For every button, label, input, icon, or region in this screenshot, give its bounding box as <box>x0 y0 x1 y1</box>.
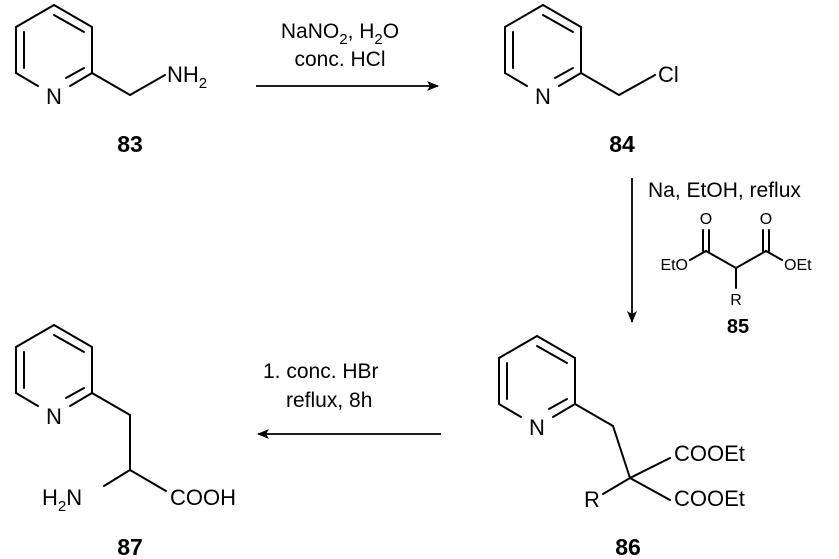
nitrogen-atom: N <box>46 404 62 429</box>
reaction-step-2: Na, EtOH, reflux <box>627 178 801 323</box>
compound-84: N Cl 84 <box>504 4 679 157</box>
r-group: R <box>730 292 742 309</box>
compound-label-85: 85 <box>727 316 749 338</box>
ester-group-1: COOEt <box>674 441 745 466</box>
compound-85: O O EtO OEt R 85 <box>660 211 812 338</box>
chlorine-atom: Cl <box>658 62 679 87</box>
ch2-cq-bond <box>612 425 631 479</box>
ch2-bond <box>91 392 131 416</box>
ethoxy-right: OEt <box>784 257 812 274</box>
ester-o-left <box>689 250 707 261</box>
ch2-bond <box>580 72 620 96</box>
carbonyl-oxygen-right: O <box>760 211 772 228</box>
ca-cooh-bond <box>129 469 167 492</box>
ch2-cl-bond <box>618 74 656 96</box>
pyridine-ring <box>498 335 576 418</box>
cq-ester1-bond <box>629 457 671 479</box>
amino-group: H2N <box>42 485 82 515</box>
compound-label-87: 87 <box>117 534 143 559</box>
carboxylic-acid-group: COOH <box>170 485 236 510</box>
reaction-step-1: NaNO2, H2O conc. HCl <box>256 20 439 91</box>
ch2-bond <box>574 403 614 427</box>
nitrogen-atom: N <box>535 84 551 109</box>
pyridine-ring <box>15 324 93 407</box>
compound-label-83: 83 <box>117 131 143 157</box>
ch2-n-bond <box>129 74 166 96</box>
r-group: R <box>584 487 600 512</box>
compound-label-84: 84 <box>609 131 635 157</box>
step3-reagents-line2: reflux, 8h <box>286 389 372 412</box>
compound-label-86: 86 <box>615 534 641 559</box>
carbonyl-oxygen-left: O <box>700 211 712 228</box>
nitrogen-atom: N <box>46 84 62 109</box>
ethoxy-left: EtO <box>660 257 688 274</box>
pyridine-ring <box>504 4 582 87</box>
step3-reagents-line1: 1. conc. HBr <box>263 360 379 383</box>
c-c-right <box>735 250 767 269</box>
amine-group: NH2 <box>167 62 207 92</box>
pyridine-ring <box>15 4 93 87</box>
step2-reagents: Na, EtOH, reflux <box>648 179 801 202</box>
compound-83: N NH2 83 <box>15 4 207 157</box>
ch2-bond <box>91 72 131 96</box>
step1-reagents-line2: conc. HCl <box>294 48 385 71</box>
ester-group-2: COOEt <box>674 486 745 511</box>
nitrogen-atom: N <box>529 415 545 440</box>
cq-r-bond <box>602 477 631 495</box>
c-c-left <box>705 250 737 269</box>
ca-nh2-bond <box>103 469 131 487</box>
ester-o-right <box>765 250 783 261</box>
cq-ester2-bond <box>629 477 671 501</box>
compound-87: N H2N COOH 87 <box>15 324 236 559</box>
reaction-step-3: 1. conc. HBr reflux, 8h <box>257 360 441 439</box>
step1-reagents-line1: NaNO2, H2O <box>281 20 399 48</box>
compound-86: N COOEt COOEt R 86 <box>498 335 745 559</box>
